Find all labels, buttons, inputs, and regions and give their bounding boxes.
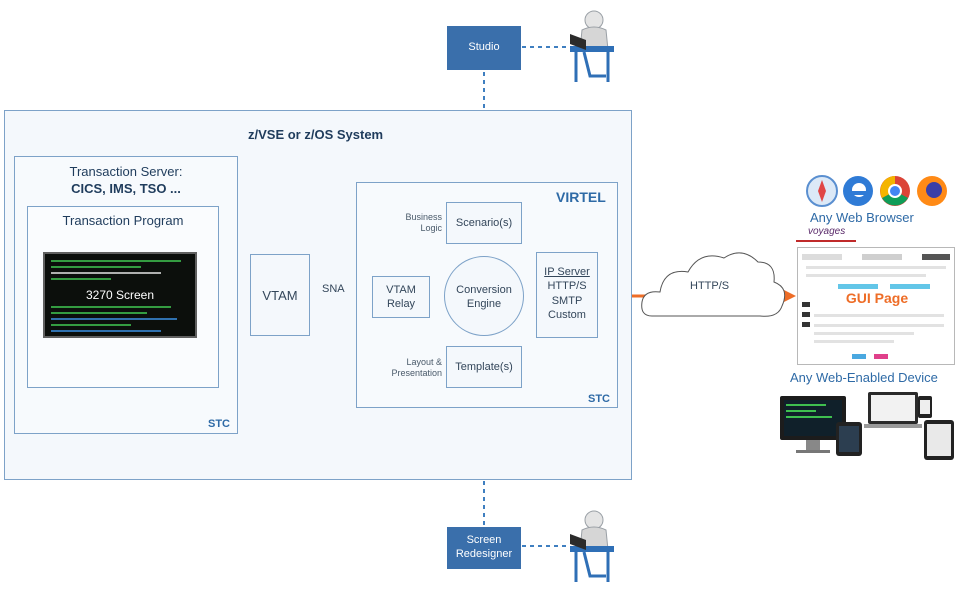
devices-icon (780, 392, 954, 460)
voyages-logo: voyages (796, 226, 856, 242)
cloud-icon (641, 252, 786, 317)
virtel-title: VIRTEL (556, 189, 606, 205)
voyages-brand: voyages (808, 226, 846, 237)
edge-icon (843, 176, 873, 206)
any-browser-label: Any Web Browser (810, 210, 914, 225)
scenarios-box: Scenario(s) (446, 202, 522, 244)
ip-server-box: IP Server HTTP/S SMTP Custom (536, 252, 598, 338)
cloud-label: HTTP/S (690, 280, 730, 292)
business-logic-label: Business Logic (405, 212, 442, 233)
vtam-label: VTAM (262, 288, 298, 303)
virtel-stc: STC (588, 393, 610, 405)
sna-label: SNA (322, 283, 345, 295)
conversion-engine-label: Conversion Engine (456, 284, 512, 311)
gui-page-label: GUI Page (845, 290, 909, 306)
chrome-icon (880, 176, 910, 206)
screen-redesigner-box[interactable]: Screen Redesigner (447, 527, 521, 569)
templates-box: Template(s) (446, 346, 522, 388)
gui-page-preview: GUI Page (797, 247, 955, 365)
vtam-box (250, 254, 310, 336)
firefox-icon (917, 176, 947, 206)
vtam-relay-box: VTAM Relay (372, 276, 430, 318)
user-at-desk-icon (570, 10, 614, 82)
studio-label: Studio (468, 41, 500, 54)
transaction-server-stc: STC (208, 418, 230, 430)
any-device-label: Any Web-Enabled Device (790, 370, 938, 385)
system-title: z/VSE or z/OS System (248, 127, 384, 142)
layout-presentation-label: Layout & Presentation (391, 357, 442, 378)
ip-server-title: IP Server (544, 266, 590, 278)
templates-label: Template(s) (455, 361, 513, 373)
transaction-program-title: Transaction Program (62, 213, 184, 228)
conversion-engine-circle: Conversion Engine (444, 256, 524, 336)
terminal-screen-label: 3270 Screen (85, 288, 155, 302)
scenarios-label: Scenario(s) (455, 217, 513, 229)
studio-box[interactable]: Studio (447, 26, 521, 70)
terminal-3270-screen: 3270 Screen (43, 252, 197, 338)
screen-redesigner-label: Screen Redesigner (455, 534, 513, 560)
ip-server-custom: Custom (548, 308, 586, 321)
user-at-desk-icon (570, 510, 614, 582)
transaction-server-subsystems: CICS, IMS, TSO ... (71, 181, 181, 196)
transaction-server-title: Transaction Server: (69, 164, 183, 179)
safari-icon (806, 175, 838, 207)
vtam-relay-label: VTAM Relay (386, 284, 416, 311)
ip-server-http: HTTP/S (547, 280, 587, 293)
ip-server-smtp: SMTP (551, 294, 583, 307)
